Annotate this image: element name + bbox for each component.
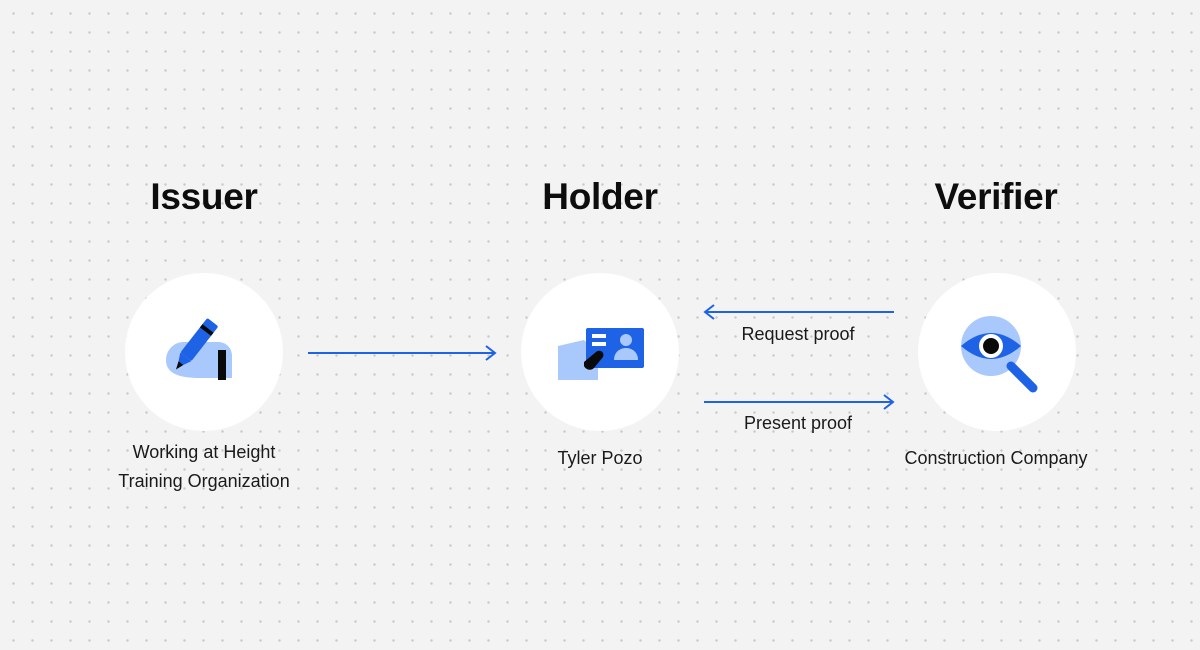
verifier-entity-label: Construction Company [904, 448, 1088, 468]
present-proof-label: Present proof [743, 413, 853, 433]
issuer-entity-line2: Training Organization [118, 471, 290, 491]
request-proof-arrow [703, 304, 894, 320]
pen-signing-icon [166, 318, 232, 380]
request-proof-label: Request proof [741, 324, 855, 344]
holder-node[interactable] [521, 273, 679, 431]
issuer-title: Issuer [150, 176, 258, 217]
issuer-entity-label: Working at Height Training Organization [54, 438, 354, 496]
issuer-entity-line1: Working at Height [132, 442, 276, 462]
verifier-title: Verifier [934, 176, 1058, 217]
issue-arrow [308, 345, 497, 361]
id-card-icon [558, 328, 644, 380]
verifier-node[interactable] [918, 273, 1076, 431]
holder-entity-label: Tyler Pozo [557, 448, 643, 468]
holder-title: Holder [542, 176, 658, 217]
issuer-node[interactable] [125, 273, 283, 431]
present-proof-arrow [704, 394, 895, 410]
eye-magnifier-icon [961, 316, 1038, 393]
